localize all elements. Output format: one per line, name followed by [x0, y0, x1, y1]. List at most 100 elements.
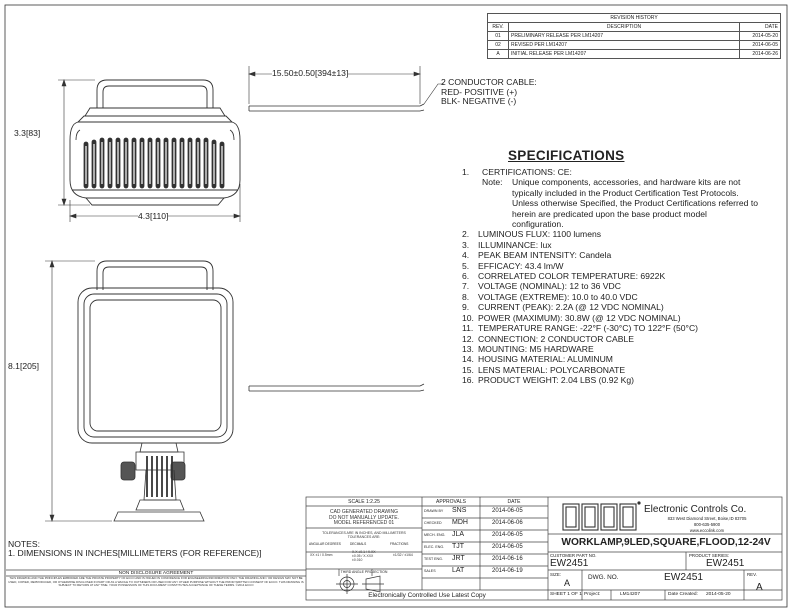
spec-number: 7. — [462, 281, 470, 292]
spec-text: TEMPERATURE RANGE: -22°F (-30°C) TO 122°… — [478, 323, 699, 334]
approval-date: 2014-06-05 — [492, 508, 523, 514]
table-row: A INITIAL RELEASE PER LM14207 2014-06-26 — [487, 49, 781, 59]
tol-value-angular: XX ±1 / 0.5mm — [310, 553, 333, 557]
spec-number: 6. — [462, 271, 470, 282]
revision-header-row: REV. DESCRIPTION DATE — [487, 22, 781, 32]
spec-text: ILLUMINANCE: lux — [478, 239, 552, 250]
lamp-side-view — [69, 79, 241, 206]
cable-callout-line1: 2 CONDUCTOR CABLE: — [441, 77, 537, 87]
approval-date: 2014-06-05 — [492, 544, 523, 550]
rev-label: REV. — [747, 572, 757, 577]
height-top-dimension — [58, 79, 95, 206]
spec-item: 8.VOLTAGE (EXTREME): 10.0 to 40.0 VDC — [462, 292, 778, 302]
description-cell: REVISED PER LM14207 — [508, 40, 740, 50]
spec-number: 9. — [462, 302, 470, 313]
revision-history-title: REVISION HISTORY — [487, 13, 781, 23]
table-row: 02 REVISED PER LM14207 2014-06-05 — [487, 40, 781, 50]
ecco-logo-mark — [562, 503, 637, 531]
height-front-dimension — [45, 260, 112, 522]
customer-part-value: EW2451 — [550, 558, 589, 569]
spec-item: 6. CORRELATED COLOR TEMPERATURE: 6922K — [462, 271, 778, 281]
title-block-grid — [6, 496, 783, 601]
approvals-date-header: DATE — [507, 499, 521, 505]
specifications-title: SPECIFICATIONS — [508, 148, 625, 163]
date-cell: 2014-06-05 — [739, 40, 781, 50]
spec-item: 10. POWER (MAXIMUM): 30.8W (@ 12 VDC NOMI… — [462, 313, 778, 323]
cad-note: CAD GENERATED DRAWING DO NOT MANUALLY UP… — [329, 509, 399, 526]
spec-number: 10. — [462, 312, 474, 323]
cable-leader — [423, 83, 444, 105]
approval-name: TJT — [452, 543, 465, 550]
spec-number: 13. — [462, 343, 474, 354]
spec-number: 3. — [462, 239, 470, 250]
spec-text: PRODUCT WEIGHT: 2.04 LBS (0.92 Kg) — [478, 375, 635, 386]
height-front-label: 8.1[205] — [8, 361, 40, 371]
project-label: Project: — [584, 592, 601, 597]
size-label: SIZE: — [550, 572, 561, 577]
spec-item: 13. MOUNTING: M5 HARDWARE — [462, 344, 778, 354]
cable-length-label: 15.50±0.50[394±13] — [272, 68, 349, 78]
spec-item: 16. PRODUCT WEIGHT: 2.04 LBS (0.92 Kg) — [462, 375, 778, 385]
spec-item: 12.CONNECTION: 2 CONDUCTOR CABLE — [462, 334, 778, 344]
scale-label: SCALE 1:2.25 — [348, 499, 380, 505]
table-row: 01 PRELIMINARY RELEASE PER LM14207 2014-… — [487, 31, 781, 41]
spec-item: 14. HOUSING MATERIAL: ALUMINUM — [462, 354, 778, 364]
spec-number: 14. — [462, 354, 474, 365]
spec-item: 9. CURRENT (PEAK): 2.2A (@ 12 VDC NOMINAL… — [462, 302, 778, 312]
rev-cell: 01 — [487, 31, 509, 41]
approval-name: SNS — [452, 507, 467, 514]
nda-title: NON DISCLOSURE AGREEMENT — [118, 571, 194, 576]
cable-callout-line3: BLK- NEGATIVE (-) — [441, 96, 517, 107]
spec-item: 11.TEMPERATURE RANGE: -22°F (-30°C) TO 1… — [462, 323, 778, 333]
spec-item: 7. VOLTAGE (NOMINAL): 12 to 36 VDC — [462, 281, 778, 291]
spec-text: CURRENT (PEAK): 2.2A (@ 12 VDC NOMINAL) — [478, 302, 664, 313]
cable-callout-line2: RED- POSITIVE (+) — [441, 86, 518, 97]
spec-item: 3. ILLUMINANCE: lux — [462, 240, 778, 250]
spec-text: CORRELATED COLOR TEMPERATURE: 6922K — [478, 271, 666, 282]
spec-item: 4.PEAK BEAM INTENSITY: Candela — [462, 250, 778, 260]
spec-text: LUMINOUS FLUX: 1100 lumens — [478, 229, 602, 240]
approval-date: 2014-06-16 — [492, 556, 523, 562]
company-website: www.eccolink.com — [689, 528, 725, 533]
drawing-number-label: DWG. NO. — [588, 574, 619, 581]
projection-label: THIRD ANGLE PROJECTION — [340, 570, 388, 574]
notes-line: 1. DIMENSIONS IN INCHES[MILLIMETERS (FOR… — [8, 548, 262, 559]
rev-cell: A — [487, 49, 509, 59]
note-label: Note: — [482, 177, 503, 188]
date-cell: 2014-06-26 — [739, 49, 781, 59]
spec-text: VOLTAGE (NOMINAL): 12 to 36 VDC — [478, 281, 621, 292]
spec-number: 1. — [462, 167, 470, 177]
spec-number: 5. — [462, 260, 470, 271]
description-cell: PRELIMINARY RELEASE PER LM14207 — [508, 31, 740, 41]
approval-name: JRT — [452, 555, 465, 562]
ecco-logo-dot — [637, 501, 641, 505]
tol-header-angular: ANGULAR DEGREES — [309, 542, 341, 546]
tol-value-fractions: ±1/32 / ±1/64 — [393, 553, 413, 557]
spec-text: CONNECTION: 2 CONDUCTOR CABLE — [478, 333, 634, 344]
heat-sink-fins — [83, 137, 225, 189]
spec-text: EFFICACY: 43.4 lm/W — [478, 260, 564, 271]
approval-date: 2014-06-06 — [492, 520, 523, 526]
spec-note: Note: Unique components, accessories, an… — [482, 177, 778, 229]
approval-name: JLA — [452, 531, 465, 538]
mount-bracket — [113, 442, 205, 522]
spec-text: HOUSING MATERIAL: ALUMINUM — [478, 354, 613, 365]
spec-text: MOUNTING: M5 HARDWARE — [478, 343, 594, 354]
description-cell: INITIAL RELEASE PER LM14207 — [508, 49, 740, 59]
tolerance-note: TOLERANCES ARE IN INCHES, AND MILLIMETER… — [322, 531, 406, 539]
spec-number: 16. — [462, 375, 474, 386]
spec-text: POWER (MAXIMUM): 30.8W (@ 12 VDC NOMINAL… — [478, 312, 681, 323]
product-series-value: EW2451 — [706, 558, 745, 569]
approvals-header: APPROVALS — [436, 499, 466, 505]
rev-value: A — [756, 582, 763, 593]
spec-text: VOLTAGE (EXTREME): 10.0 to 40.0 VDC — [478, 291, 638, 302]
spec-text: LENS MATERIAL: POLYCARBONATE — [478, 364, 626, 375]
project-value: LM14207 — [620, 592, 641, 597]
company-address: 833 West Diamond Street, Boise,ID 83705 — [667, 516, 747, 521]
approval-name: MDH — [452, 519, 468, 526]
spec-text: CERTIFICATIONS: CE: — [482, 167, 572, 177]
width-label: 4.3[110] — [138, 211, 169, 221]
product-series-label: PRODUCT SERIES: — [689, 553, 730, 558]
sheet-border — [4, 4, 788, 608]
spec-item: 2.LUMINOUS FLUX: 1100 lumens — [462, 229, 778, 239]
